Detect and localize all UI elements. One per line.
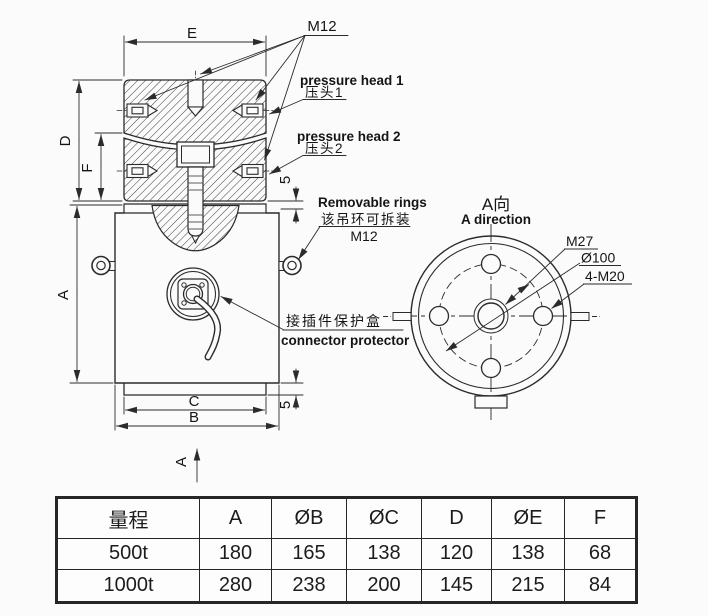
dim-c-label: C [189, 393, 200, 410]
center-stud [187, 166, 204, 237]
table-cell: 68 [564, 537, 637, 571]
table-cell: 215 [491, 569, 565, 603]
table-cell: 138 [491, 537, 565, 571]
table-cell: 145 [421, 569, 492, 603]
center-block-inner [181, 145, 210, 164]
main-body [114, 212, 280, 384]
table-cell: 1000t [56, 569, 200, 603]
bolt-circle-label: Ø100 [581, 250, 615, 266]
right-view-leaders [445, 248, 585, 352]
dim-b-label: B [189, 409, 199, 426]
leader-lines [144, 35, 321, 331]
table-row-500t: 500t 180 165 138 120 138 68 [56, 537, 637, 571]
table-row-1000t: 1000t 280 238 200 145 215 84 [56, 569, 637, 603]
spec-table: 量程 A ØB ØC D ØE F 500t 180 165 138 120 1… [55, 496, 638, 604]
col-header-d: D [421, 497, 492, 539]
pressure-head-2-zh: 压头2 [305, 141, 344, 156]
view-title-en: A direction [461, 212, 531, 227]
removable-rings-zh: 该吊环可拆装 [321, 212, 411, 227]
dimension-lines [69, 35, 304, 483]
right-view-underlines [564, 248, 632, 285]
connector-label-zh: 接插件保护盒 [286, 313, 382, 329]
bolt-holes [428, 253, 554, 379]
table-cell: 138 [346, 537, 422, 571]
col-header-b: ØB [271, 497, 347, 539]
col-header-f: F [564, 497, 637, 539]
table-cell: 238 [271, 569, 347, 603]
a-direction-view: A向 A direction M27 Ø100 4-M20 [383, 195, 632, 420]
col-header-a: A [199, 497, 272, 539]
removable-rings-thread: M12 [350, 228, 377, 244]
dim-f-label: F [79, 163, 96, 172]
stud-thread-marks [188, 175, 203, 230]
bottom-plate [123, 382, 267, 396]
center-hole [477, 302, 505, 330]
col-header-e: ØE [491, 497, 565, 539]
dim-a-label: A [55, 290, 72, 300]
connector-assembly [166, 267, 222, 361]
table-cell: 500t [56, 537, 200, 571]
gap-bottom-label: 5 [277, 401, 294, 409]
side-studs [383, 312, 600, 321]
table-cell: 84 [564, 569, 637, 603]
m12-callout: M12 [307, 18, 336, 35]
side-bolts [126, 103, 264, 179]
dim-d-label: D [57, 135, 74, 146]
view-title-zh: A向 [482, 195, 510, 214]
col-header-c: ØC [346, 497, 422, 539]
label-underlines [282, 35, 411, 331]
view-direction-letter: A [173, 457, 190, 467]
table-cell: 165 [271, 537, 347, 571]
table-cell: 280 [199, 569, 272, 603]
center-thread-label: M27 [566, 233, 593, 249]
stud-tip [191, 235, 200, 245]
table-cell: 180 [199, 537, 272, 571]
left-eye-ring [91, 255, 116, 276]
pressure-head-1-en: pressure head 1 [300, 73, 404, 88]
table-cell: 120 [421, 537, 492, 571]
bolt-holes-label: 4-M20 [585, 268, 625, 284]
bottom-tab [474, 395, 508, 409]
pressure-head-1-zh: 压头1 [305, 85, 344, 100]
section-view: E M12 D F A 5 5 C B A pressure head 1 压头… [55, 18, 427, 483]
gap-top-label: 5 [277, 176, 294, 184]
table-header-row: 量程 A ØB ØC D ØE F [56, 497, 637, 539]
table-cell: 200 [346, 569, 422, 603]
right-eye-ring [278, 255, 302, 276]
removable-rings-en: Removable rings [318, 195, 427, 210]
pressure-head-2-en: pressure head 2 [297, 129, 401, 144]
col-header-range: 量程 [56, 497, 200, 539]
dim-e-label: E [187, 25, 197, 42]
drawing-canvas: E M12 D F A 5 5 C B A pressure head 1 压头… [55, 18, 632, 483]
connector-label-en: connector protector [281, 333, 410, 348]
center-thread-circle [473, 298, 509, 334]
